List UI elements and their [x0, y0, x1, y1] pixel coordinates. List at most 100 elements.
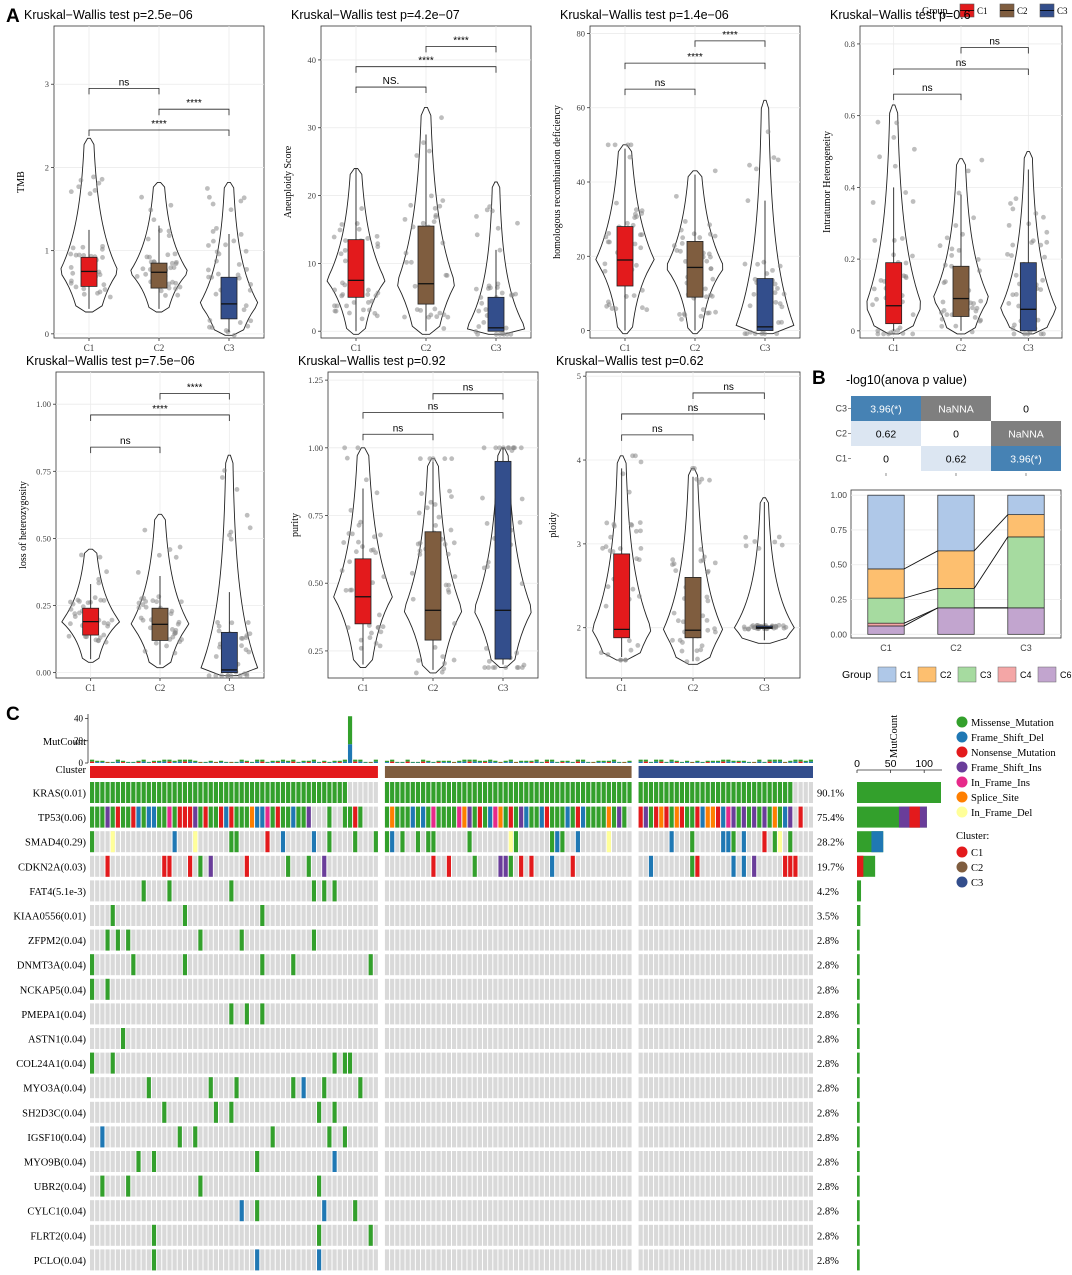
- jitter-point: [503, 665, 509, 670]
- onco-cell-bg: [503, 880, 508, 902]
- side-bar: [857, 1028, 860, 1049]
- jitter-point: [441, 312, 447, 318]
- jitter-point: [451, 657, 457, 663]
- onco-cell-bg: [679, 1052, 685, 1074]
- onco-cell-mut: [172, 782, 177, 803]
- onco-cell-mut: [301, 782, 306, 803]
- onco-cell-bg: [498, 1175, 503, 1197]
- panel-title: Kruskal−Wallis test p=1.4e−06: [560, 8, 729, 22]
- onco-cell-bg: [482, 1101, 488, 1123]
- mutcount-bar: [172, 760, 177, 763]
- onco-cell-bg: [710, 1003, 715, 1025]
- onco-cell-bg: [452, 929, 457, 951]
- jitter-point: [237, 673, 243, 679]
- onco-cell-bg: [353, 1101, 358, 1123]
- onco-cell-bg: [198, 954, 203, 976]
- onco-cell-bg: [337, 831, 342, 853]
- onco-cell-bg: [669, 978, 674, 1000]
- onco-cell-bg: [100, 1003, 105, 1025]
- onco-cell-bg: [457, 1028, 462, 1049]
- onco-cell-bg: [255, 1028, 260, 1049]
- onco-cell-bg: [591, 1003, 596, 1025]
- onco-cell-bg: [373, 1224, 378, 1246]
- mutcount-bar-stack: [550, 761, 555, 763]
- jitter-point: [142, 648, 148, 654]
- onco-cell-bg: [788, 954, 793, 976]
- onco-cell-mut: [146, 806, 151, 828]
- onco-cell-bg: [452, 1003, 457, 1025]
- onco-cell-bg: [218, 1052, 224, 1074]
- onco-cell-bg: [390, 954, 395, 976]
- onco-cell-mut: [146, 1077, 151, 1099]
- onco-cell-bg: [674, 1200, 679, 1222]
- onco-cell-bg: [498, 1052, 503, 1074]
- onco-cell-bg: [560, 978, 565, 1000]
- jitter-point: [871, 286, 877, 292]
- onco-cell-bg: [421, 1224, 426, 1246]
- onco-cell-bg: [426, 880, 431, 902]
- jitter-point: [514, 650, 520, 656]
- onco-cell-mut: [513, 782, 519, 803]
- jitter-point: [442, 456, 448, 462]
- onco-cell-bg: [218, 1077, 224, 1099]
- onco-cell-bg: [167, 1151, 172, 1172]
- onco-cell-bg: [570, 1151, 575, 1172]
- onco-cell-bg: [441, 1052, 446, 1074]
- jitter-point: [942, 262, 948, 268]
- onco-cell-bg: [700, 1003, 705, 1025]
- onco-cell-bg: [172, 1052, 177, 1074]
- onco-cell-bg: [286, 1175, 291, 1197]
- onco-cell-mut: [746, 806, 752, 828]
- mutcount-bar: [544, 759, 550, 762]
- onco-cell-bg: [752, 978, 757, 1000]
- onco-cell-bg: [726, 1200, 731, 1222]
- onco-cell-bg: [213, 831, 218, 853]
- onco-cell-bg: [679, 1003, 685, 1025]
- onco-cell-mut: [762, 806, 767, 828]
- onco-cell-mut: [327, 831, 332, 853]
- onco-cell-bg: [544, 1003, 550, 1025]
- onco-cell-bg: [617, 1101, 622, 1123]
- variant-legend-label: Splice_Site: [971, 793, 1019, 804]
- onco-cell-bg: [575, 1249, 580, 1271]
- onco-cell-bg: [488, 880, 493, 902]
- onco-cell-bg: [783, 1028, 788, 1049]
- stacked-y-tick: 0.25: [830, 595, 847, 605]
- jitter-point: [712, 560, 718, 566]
- onco-cell-bg: [654, 1224, 659, 1246]
- onco-cell-bg: [457, 905, 462, 926]
- onco-cell-bg: [752, 929, 757, 951]
- jitter-point: [900, 331, 906, 336]
- onco-cell-bg: [457, 1224, 462, 1246]
- jitter-point: [360, 544, 365, 549]
- onco-cell-mut: [415, 831, 421, 853]
- onco-cell-bg: [358, 1052, 363, 1074]
- jitter-point: [899, 236, 905, 241]
- mutcount-bar: [193, 760, 198, 763]
- onco-cell-bg: [462, 880, 467, 902]
- jitter-point: [153, 640, 159, 646]
- onco-cell-bg: [762, 1003, 767, 1025]
- onco-cell-bg: [596, 831, 601, 853]
- onco-cell-bg: [472, 1101, 477, 1123]
- jitter-point: [213, 673, 219, 679]
- onco-cell-bg: [472, 1003, 477, 1025]
- onco-cell-mut: [224, 806, 229, 828]
- variant-legend-dot: [956, 776, 968, 788]
- jitter-point: [1038, 242, 1044, 248]
- onco-cell-bg: [395, 954, 400, 976]
- jitter-point: [1033, 211, 1039, 216]
- onco-cell-bg: [120, 1249, 126, 1271]
- onco-cell-bg: [110, 1151, 115, 1172]
- onco-cell-bg: [803, 1175, 808, 1197]
- onco-cell-bg: [311, 1003, 317, 1025]
- jitter-point: [443, 582, 449, 588]
- onco-cell-bg: [146, 880, 151, 902]
- onco-cell-bg: [280, 1028, 286, 1049]
- onco-cell-bg: [446, 1151, 451, 1172]
- onco-cell-mut: [555, 806, 560, 828]
- comparison-bracket: [621, 413, 765, 420]
- onco-cell-bg: [560, 1101, 565, 1123]
- onco-cell-bg: [275, 831, 280, 853]
- onco-cell-bg: [141, 1224, 146, 1246]
